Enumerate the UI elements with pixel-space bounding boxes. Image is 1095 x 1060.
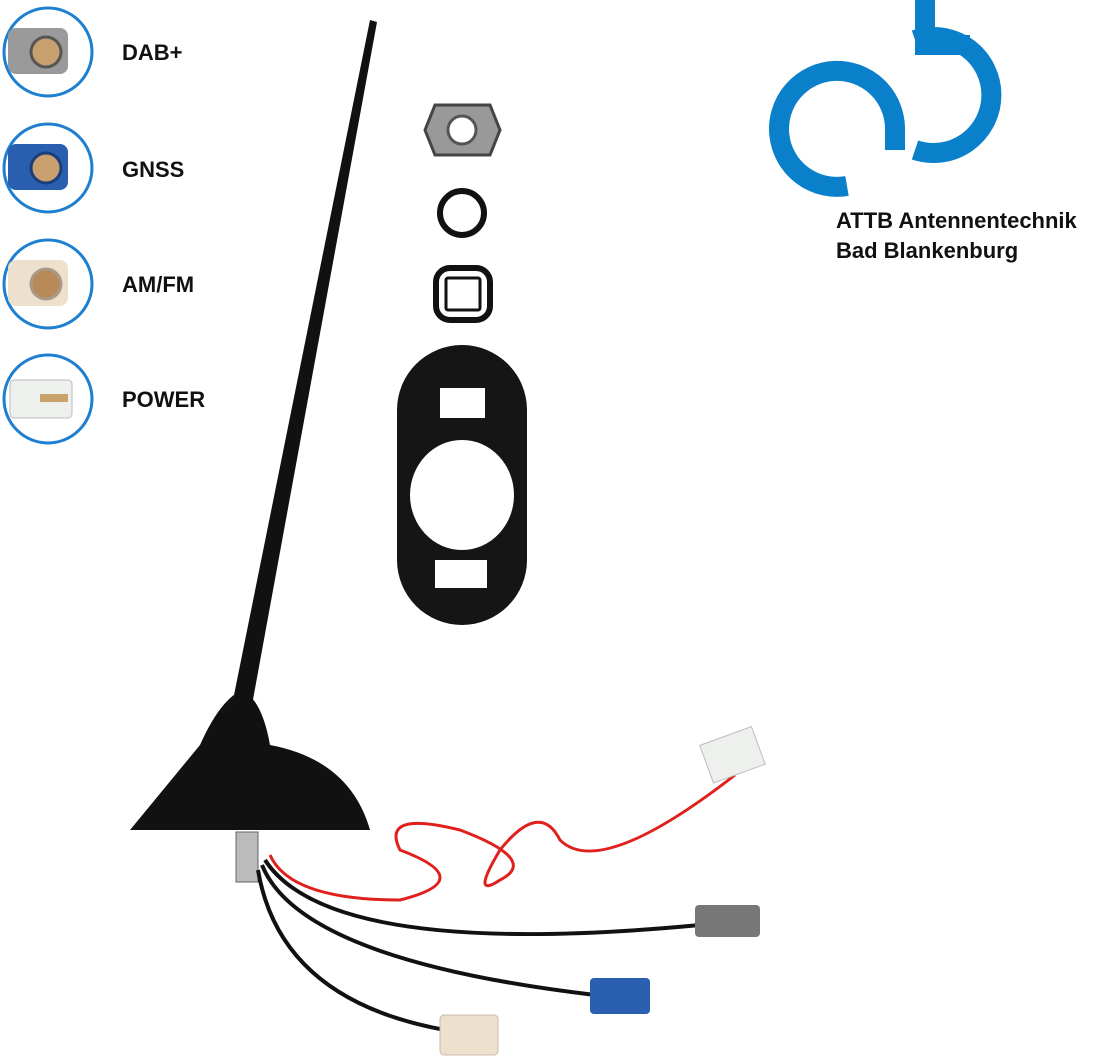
legend-label-dab: DAB+	[122, 40, 183, 65]
legend-label-gnss: GNSS	[122, 157, 185, 182]
cables	[256, 773, 736, 1032]
mounting-hardware	[397, 103, 527, 625]
amfm-connector-icon	[2, 238, 94, 330]
legend-label-power: POWER	[122, 387, 206, 412]
brand-line-2: Bad Blankenburg	[836, 238, 1019, 263]
power-connector-icon	[2, 353, 94, 445]
brand-line-1: ATTB Antennentechnik	[836, 208, 1077, 233]
dab-connector-icon	[2, 6, 94, 98]
antenna	[130, 20, 377, 883]
legend-label-amfm: AM/FM	[122, 272, 195, 297]
cable-connectors	[439, 725, 766, 1056]
gnss-connector-icon	[2, 122, 94, 214]
legend-icons	[2, 6, 94, 445]
attb-logo	[769, 0, 1002, 197]
